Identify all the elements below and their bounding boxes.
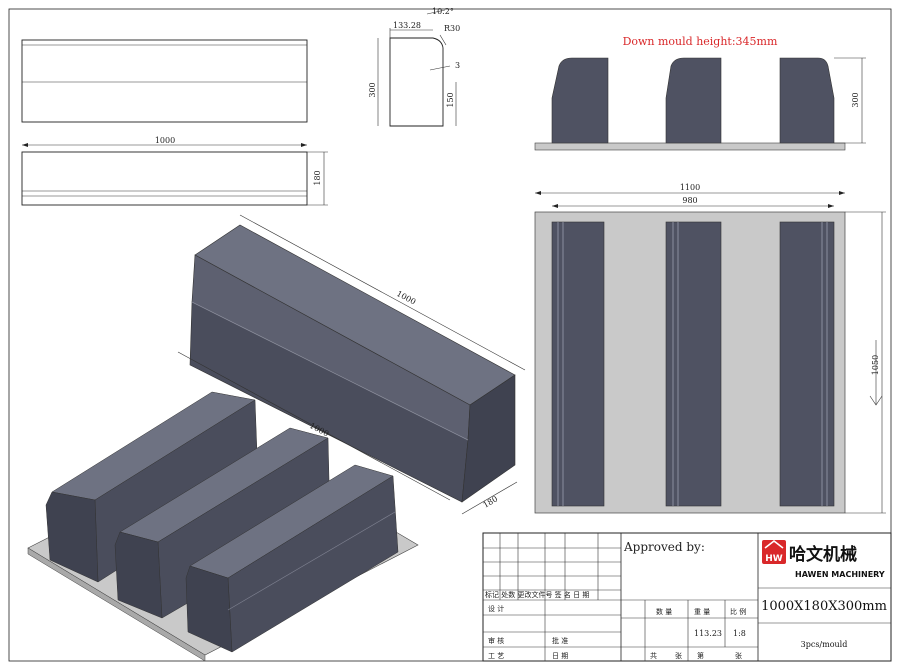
qty-note: 3pcs/mould: [801, 640, 848, 649]
plan-inner-width: 980: [682, 196, 697, 205]
profile-lower-height: 150: [446, 92, 455, 107]
design-label: 设 计: [488, 604, 504, 613]
iso-down-mould: [27, 391, 419, 662]
plan-outer-width: 1100: [680, 183, 700, 192]
plan-view: 1100 980 1050: [534, 183, 886, 514]
down-mould-side-view: Down mould height:345mm 300: [534, 35, 866, 151]
side-base-plate: [534, 142, 846, 151]
process-label: 工 艺: [488, 652, 504, 660]
plan-block-2: [665, 221, 722, 507]
svg-text:HW: HW: [765, 554, 783, 564]
revision-row: 标记 处数 更改文件号 签 名 日 期: [485, 590, 589, 599]
quantity-label: 数 量: [656, 607, 672, 616]
side-block-3: [779, 57, 835, 144]
profile-height: 300: [368, 82, 377, 97]
down-mould-note: Down mould height:345mm: [623, 35, 778, 48]
iso-length-top: 1000: [395, 289, 417, 307]
review-label: 审 核: [488, 636, 504, 645]
side-height-dim: 300: [851, 92, 860, 107]
approved-by: Approved by:: [623, 540, 705, 554]
weight-value: 113.23: [694, 629, 722, 638]
profile-radius: R30: [444, 24, 460, 33]
sheet-no-label: 第: [697, 651, 704, 660]
profile-chamfer: 10.2°: [432, 7, 454, 16]
approve-label: 批 准: [552, 636, 568, 645]
spec-label: 1000X180X300mm: [761, 599, 887, 614]
date-label: 日 期: [552, 652, 568, 660]
scale-value: 1:8: [733, 629, 746, 638]
front-height-label: 180: [313, 170, 322, 185]
iso-width: 180: [482, 494, 500, 509]
profile-top-width: 133.28: [393, 21, 421, 30]
brand-en: HAWEN MACHINERY: [795, 570, 885, 579]
profile-view: 133.28 10.2° R30 3 300 150: [368, 7, 460, 127]
sheets-label-2: 张: [735, 651, 742, 660]
hawen-logo-icon: HW: [762, 539, 786, 564]
brand-cn: 哈文机械: [789, 544, 857, 565]
title-block: 标记 处数 更改文件号 签 名 日 期 设 计 审 核 工 艺 批 准 日 期 …: [482, 532, 892, 662]
sheets-label-1: 张: [675, 651, 682, 660]
total-label: 共: [650, 651, 657, 660]
front-length-label: 1000: [155, 136, 175, 145]
plan-length: 1050: [871, 355, 880, 375]
plan-block-3: [779, 221, 835, 507]
iso-kerb-block: 1000 1000 180: [177, 214, 526, 515]
weight-label: 重 量: [694, 608, 710, 616]
plan-block-1: [551, 221, 605, 507]
profile-step: 3: [455, 61, 460, 70]
sheet-border: [8, 8, 892, 662]
front-view: 1000 180: [21, 39, 328, 206]
scale-label: 比 例: [730, 607, 746, 616]
side-block-2: [665, 57, 722, 144]
side-block-1: [551, 57, 609, 144]
